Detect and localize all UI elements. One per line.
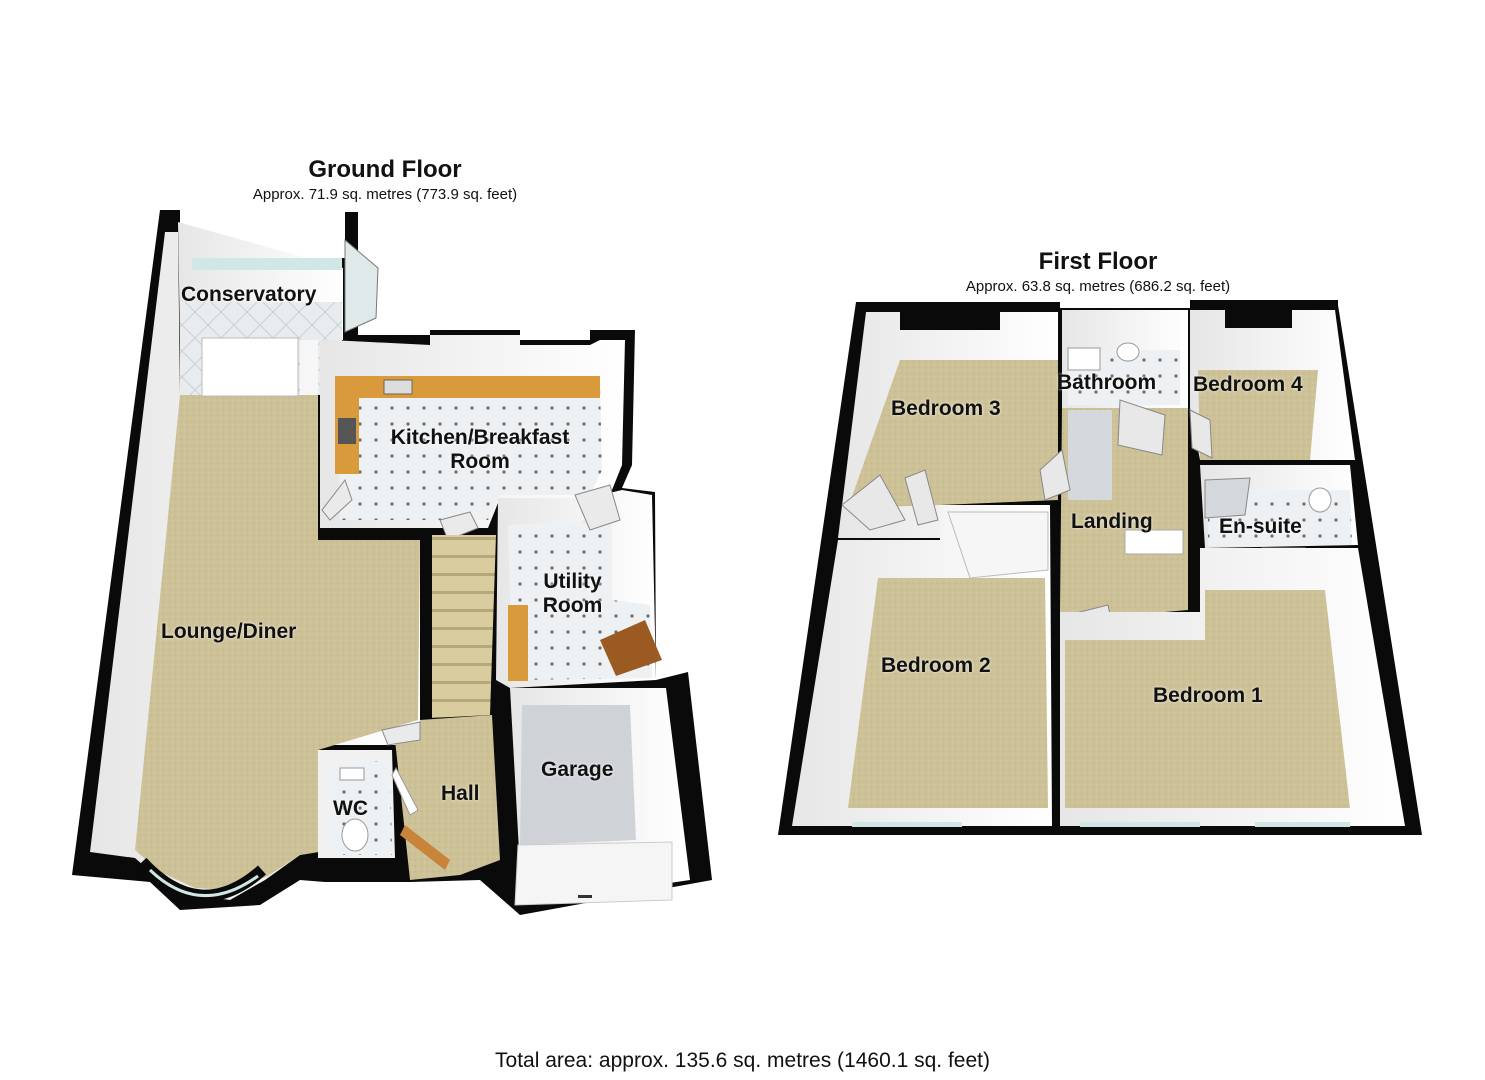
bedroom2-floor bbox=[848, 578, 1048, 808]
bedroom1-window-right bbox=[1255, 822, 1350, 827]
room-label-kitchen-line1: Kitchen/Breakfast bbox=[390, 426, 570, 449]
utility-worktop bbox=[508, 605, 528, 681]
room-label-conservatory: Conservatory bbox=[181, 283, 317, 306]
room-label-lounge: Lounge/Diner bbox=[161, 620, 297, 643]
room-label-wc: WC bbox=[333, 797, 368, 820]
airing-cupboard bbox=[1068, 410, 1112, 500]
first-floor-area: Approx. 63.8 sq. metres (686.2 sq. feet) bbox=[965, 278, 1231, 295]
bedroom4-floor bbox=[1198, 370, 1318, 460]
kitchen-door bbox=[321, 478, 353, 521]
front-door bbox=[400, 825, 450, 870]
garage-door bbox=[514, 841, 673, 906]
total-area: Total area: approx. 135.6 sq. metres (14… bbox=[495, 1049, 990, 1072]
room-label-bedroom3: Bedroom 3 bbox=[891, 397, 1001, 420]
bedroom4-door bbox=[1189, 409, 1213, 459]
room-label-garage: Garage bbox=[541, 758, 614, 781]
garage-handle-icon bbox=[578, 895, 592, 898]
kitchen-worktop-back bbox=[338, 376, 600, 398]
room-label-bedroom2: Bedroom 2 bbox=[881, 654, 991, 677]
bedroom2-window bbox=[852, 822, 962, 827]
room-label-utility-line1: Utility bbox=[543, 570, 602, 593]
bay-glazing bbox=[148, 868, 259, 897]
bedroom3-wardrobe bbox=[841, 474, 906, 531]
ground-floor-area: Approx. 71.9 sq. metres (773.9 sq. feet) bbox=[252, 186, 518, 203]
lounge-partition bbox=[201, 337, 299, 397]
conservatory-door bbox=[344, 238, 379, 333]
room-label-bedroom4: Bedroom 4 bbox=[1193, 373, 1303, 396]
stairs-door bbox=[439, 511, 479, 541]
room-label-utility: Utility Room bbox=[525, 570, 620, 618]
wc-basin-icon bbox=[339, 767, 365, 781]
bedroom1-window-left bbox=[1080, 822, 1200, 827]
hob-icon bbox=[338, 418, 356, 444]
bathroom-door bbox=[1117, 399, 1166, 456]
garage-floor bbox=[520, 705, 636, 845]
conservatory-glazing bbox=[192, 258, 342, 270]
room-label-bedroom1: Bedroom 1 bbox=[1153, 684, 1263, 707]
bedroom3-floor bbox=[848, 360, 1058, 508]
utility-window-unit bbox=[574, 484, 621, 531]
room-label-bathroom: Bathroom bbox=[1057, 371, 1157, 394]
room-label-utility-line2: Room bbox=[542, 594, 603, 617]
toilet-icon bbox=[341, 818, 369, 852]
ground-floor-title: Ground Floor bbox=[308, 156, 462, 183]
staircase bbox=[432, 535, 496, 718]
room-label-kitchen-line2: Room bbox=[450, 450, 510, 473]
stair-rail bbox=[1124, 529, 1184, 555]
ground-floor-plan bbox=[72, 210, 712, 915]
sink-icon bbox=[383, 379, 413, 395]
bath-basin-icon bbox=[1067, 347, 1101, 371]
kitchen-floor bbox=[338, 385, 602, 520]
hall-door bbox=[381, 721, 421, 746]
bedroom2-wardrobe bbox=[947, 511, 1049, 579]
shower-icon bbox=[1204, 477, 1251, 519]
first-floor-plan bbox=[778, 300, 1422, 835]
landing-door-left bbox=[1039, 449, 1071, 501]
bathroom-toilet-icon bbox=[1116, 342, 1140, 362]
room-label-landing: Landing bbox=[1071, 510, 1153, 533]
room-label-kitchen: Kitchen/Breakfast Room bbox=[365, 426, 595, 474]
wc-door bbox=[391, 766, 419, 816]
room-label-ensuite: En-suite bbox=[1219, 515, 1302, 538]
first-floor-title: First Floor bbox=[1038, 248, 1158, 275]
bedroom3-door bbox=[904, 469, 939, 526]
lounge-floor bbox=[135, 395, 420, 890]
utility-back-door bbox=[600, 620, 662, 676]
room-label-hall: Hall bbox=[441, 782, 480, 805]
ensuite-toilet-icon bbox=[1308, 487, 1332, 513]
bedroom1-floor bbox=[1065, 590, 1350, 808]
